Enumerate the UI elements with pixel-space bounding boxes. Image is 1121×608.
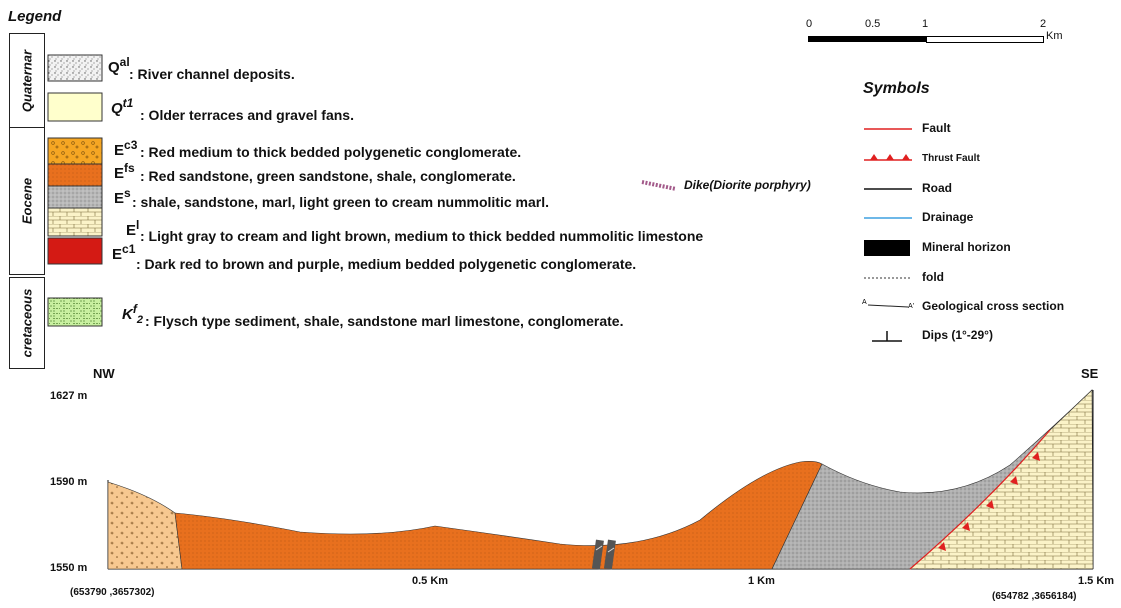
era-cretaceous: cretaceous xyxy=(9,277,45,369)
distance-label-1: 1 Km xyxy=(748,575,775,587)
dike-section xyxy=(591,539,616,570)
scale-tick-2: 2 xyxy=(1040,18,1047,30)
unit-desc-ec1: : Dark red to brown and purple, medium b… xyxy=(136,256,637,272)
symbol-label-dips: Dips (1°-29°) xyxy=(922,328,993,342)
unit-ec3-section xyxy=(107,481,183,570)
unit-code-ec1: Ec1 xyxy=(112,242,136,263)
symbol-label-mineral-horizon: Mineral horizon xyxy=(922,240,1011,254)
unit-code-ec3: Ec3 xyxy=(114,138,138,159)
cross-section-marker-end: A' xyxy=(908,303,914,310)
cross-section-marker-start: A xyxy=(862,299,867,306)
unit-desc-qal: : River channel deposits. xyxy=(129,66,295,82)
symbol-row-cross-section: A A' Geological cross section xyxy=(862,296,1102,318)
era-eocene: Eocene xyxy=(9,127,45,275)
symbols-title: Symbols xyxy=(863,80,930,97)
symbol-label-fault: Fault xyxy=(922,121,951,135)
cross-section-icon: A A' xyxy=(862,299,914,310)
unit-code-qt1: Qt1 xyxy=(111,96,134,117)
unit-efs-section xyxy=(174,461,823,570)
scale-unit: Km xyxy=(1046,30,1063,42)
scale-tick-0: 0 xyxy=(806,18,813,30)
swatch-qt1 xyxy=(47,92,103,122)
scale-tick-1: 1 xyxy=(922,18,929,30)
fold-line-icon xyxy=(864,277,912,279)
distance-label-0-5: 0.5 Km xyxy=(412,575,449,587)
direction-se: SE xyxy=(1081,366,1099,381)
drainage-line-icon xyxy=(864,217,912,219)
symbol-row-mineral-horizon: Mineral horizon xyxy=(862,237,1102,259)
symbol-row-fold: fold xyxy=(862,267,1102,289)
swatch-el xyxy=(47,207,103,237)
road-line-icon xyxy=(864,188,912,190)
symbol-row-drainage: Drainage xyxy=(862,207,1102,229)
symbol-label-drainage: Drainage xyxy=(922,210,974,224)
unit-desc-qt1: : Older terraces and gravel fans. xyxy=(140,107,354,123)
thrust-fault-teeth xyxy=(938,452,1040,551)
fault-line-icon xyxy=(864,128,912,130)
swatch-ec1 xyxy=(47,237,103,265)
direction-nw: NW xyxy=(93,366,115,381)
mineral-horizon-icon xyxy=(864,240,910,256)
unit-desc-efs: : Red sandstone, green sandstone, shale,… xyxy=(140,168,516,184)
symbol-label-cross-section: Geological cross section xyxy=(922,299,1065,313)
dike-swatch-icon xyxy=(641,180,677,191)
swatch-k2f xyxy=(47,297,103,327)
legend-title: Legend xyxy=(8,8,62,25)
swatch-ec3 xyxy=(47,137,103,165)
symbol-row-thrust-fault: Thrust Fault xyxy=(862,148,1102,170)
symbol-row-fault: Fault xyxy=(862,118,1102,140)
symbol-label-road: Road xyxy=(922,181,952,195)
thrust-fault-icon xyxy=(864,154,912,161)
unit-desc-k2f: : Flysch type sediment, shale, sandstone… xyxy=(145,313,624,329)
unit-code-es: Es xyxy=(114,186,131,207)
scale-bar: 0 0.5 1 2 Km xyxy=(800,14,1070,54)
unit-code-el: El xyxy=(126,218,140,239)
symbol-label-fold: fold xyxy=(922,270,944,284)
coord-right: (654782 ,3656184) xyxy=(992,591,1077,602)
unit-desc-es: : shale, sandstone, marl, light green to… xyxy=(132,194,549,210)
thrust-fault-line xyxy=(909,429,1051,570)
unit-code-k2f: Kf2 xyxy=(122,302,143,326)
coord-left: (653790 ,3657302) xyxy=(70,587,155,598)
symbol-label-thrust-fault: Thrust Fault xyxy=(922,153,980,164)
unit-desc-el: : Light gray to cream and light brown, m… xyxy=(140,228,704,244)
unit-desc-ec3: : Red medium to thick bedded polygenetic… xyxy=(140,144,522,160)
elevation-label-1627: 1627 m xyxy=(50,390,88,402)
unit-code-efs: Efs xyxy=(114,161,135,182)
dike-label: Dike(Diorite porphyry) xyxy=(684,178,811,192)
elevation-label-1550: 1550 m xyxy=(50,562,88,574)
legend-swatches xyxy=(47,54,103,327)
scale-tick-0-5: 0.5 xyxy=(865,18,881,30)
symbol-row-road: Road xyxy=(862,178,1102,200)
swatch-qal xyxy=(47,54,103,82)
elevation-label-1590: 1590 m xyxy=(50,476,88,488)
unit-code-qal: Qal xyxy=(108,55,130,76)
distance-label-1-5: 1.5 Km xyxy=(1078,575,1115,587)
symbol-row-dips: Dips (1°-29°) xyxy=(862,325,1102,347)
era-quaternary: Quaternar xyxy=(9,33,45,129)
dip-symbol-icon xyxy=(872,331,902,342)
